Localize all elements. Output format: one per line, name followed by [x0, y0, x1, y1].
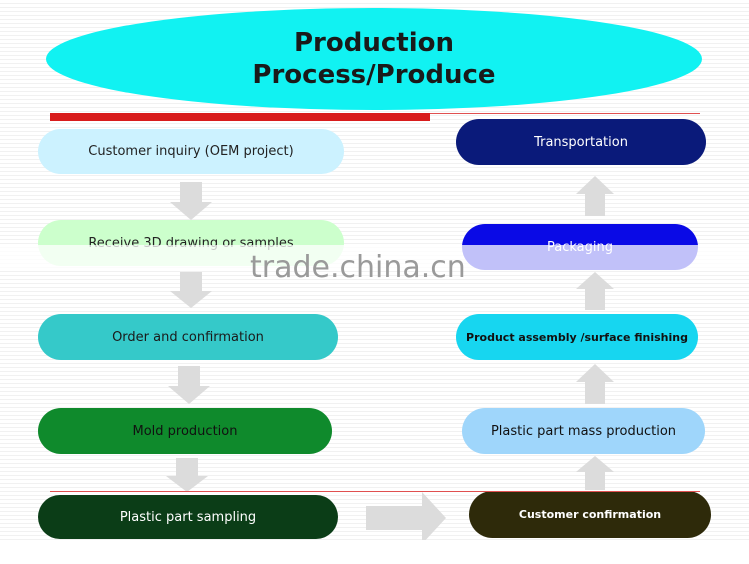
step-plastic-part-sampling-label: Plastic part sampling — [119, 509, 257, 525]
step-product-assembly: Product assembly /surface finishing — [456, 314, 698, 360]
red-divider-bar — [50, 113, 430, 121]
arrow-up-icon — [576, 176, 614, 216]
step-order-confirmation: Order and confirmation — [38, 314, 338, 360]
watermark-band — [0, 245, 749, 270]
title-line-1: Production — [294, 28, 454, 58]
step-transportation: Transportation — [456, 119, 706, 165]
step-customer-inquiry-label: Customer inquiry (OEM project) — [88, 144, 294, 159]
watermark-text: trade.china.cn — [250, 250, 466, 285]
step-plastic-part-sampling: Plastic part sampling — [38, 495, 338, 539]
step-customer-confirmation-label: Customer confirmation — [518, 508, 662, 521]
arrow-up-icon — [576, 456, 614, 490]
bottom-margin — [0, 540, 749, 564]
arrow-down-icon — [170, 182, 212, 220]
step-customer-confirmation: Customer confirmation — [469, 491, 711, 538]
step-mass-production: Plastic part mass production — [462, 408, 705, 454]
red-divider-line — [430, 113, 700, 114]
arrow-up-icon — [576, 364, 614, 404]
bottom-red-line — [50, 491, 700, 492]
arrow-down-icon — [166, 458, 208, 492]
step-mass-production-label: Plastic part mass production — [490, 423, 677, 439]
arrow-down-icon — [168, 366, 210, 404]
title-line-2: Process/Produce — [252, 60, 496, 90]
arrow-up-icon — [576, 272, 614, 310]
step-mold-production-label: Mold production — [132, 423, 238, 439]
title-ellipse: Production Process/Produce — [46, 8, 702, 110]
step-order-confirmation-label: Order and confirmation — [112, 329, 264, 345]
step-mold-production: Mold production — [38, 408, 332, 454]
arrow-down-icon — [170, 272, 212, 308]
arrow-right-icon — [366, 492, 446, 544]
step-transportation-label: Transportation — [534, 134, 628, 150]
step-customer-inquiry: Customer inquiry (OEM project) — [38, 129, 344, 174]
step-product-assembly-label: Product assembly /surface finishing — [466, 330, 688, 344]
